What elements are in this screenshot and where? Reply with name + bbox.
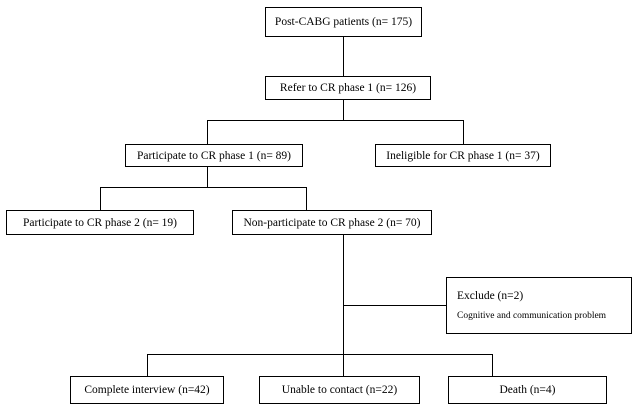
node-non-participate-cr2-label: Non-participate to CR phase 2 (n= 70) [243,216,421,229]
node-unable-contact-label: Unable to contact (n=22) [281,384,398,396]
node-non-participate-cr2: Non-participate to CR phase 2 (n= 70) [232,210,432,235]
node-complete-interview: Complete interview (n=42) [70,376,224,404]
edge-non-participate-down [343,235,344,354]
node-post-cabg: Post-CABG patients (n= 175) [265,7,422,37]
edge-to-complete-interview [147,354,148,376]
node-participate-cr1: Participate to CR phase 1 (n= 89) [125,144,303,167]
node-refer-cr1-label: Refer to CR phase 1 (n= 126) [279,82,417,94]
edge-to-participate-cr1 [207,120,208,144]
edge-to-non-participate-cr2 [306,187,307,210]
edge-outcome-split [147,354,492,355]
edge-refer-split [207,120,463,121]
node-exclude: Exclude (n=2) Cognitive and communicatio… [446,277,632,334]
edge-post-to-refer [343,37,344,76]
node-unable-contact: Unable to contact (n=22) [259,376,420,404]
node-refer-cr1: Refer to CR phase 1 (n= 126) [265,76,431,100]
edge-to-ineligible-cr1 [463,120,464,144]
edge-to-exclude [343,305,446,306]
node-exclude-title: Exclude (n=2) [457,290,524,302]
edge-participate-cr1-split [100,187,306,188]
node-exclude-reason: Cognitive and communication problem [457,311,607,321]
node-ineligible-cr1: Ineligible for CR phase 1 (n= 37) [375,144,551,167]
edge-to-unable-contact [343,354,344,376]
edge-participate-cr1-down [207,167,208,187]
node-complete-interview-label: Complete interview (n=42) [84,384,210,396]
node-participate-cr1-label: Participate to CR phase 1 (n= 89) [136,149,292,162]
node-participate-cr2-label: Participate to CR phase 2 (n= 19) [22,216,178,229]
node-death: Death (n=4) [448,376,607,404]
node-death-label: Death (n=4) [499,384,556,396]
node-post-cabg-label: Post-CABG patients (n= 175) [274,16,413,28]
node-ineligible-cr1-label: Ineligible for CR phase 1 (n= 37) [386,149,540,162]
edge-refer-down [343,100,344,120]
node-participate-cr2: Participate to CR phase 2 (n= 19) [6,210,194,235]
edge-to-death [492,354,493,376]
edge-to-participate-cr2 [100,187,101,210]
